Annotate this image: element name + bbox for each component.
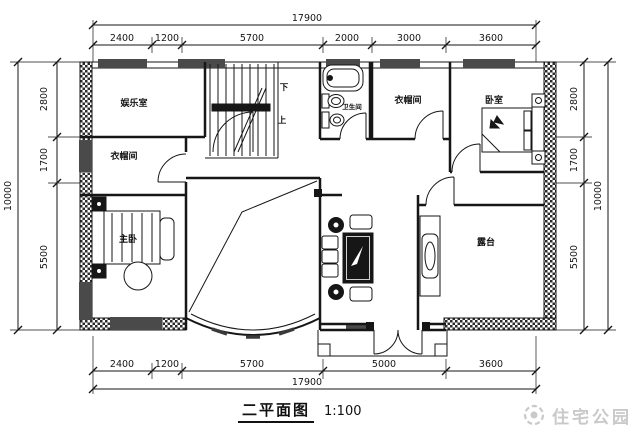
dim-right-seg: 1700 [569, 148, 580, 172]
dimension-bottom: 2400 1200 5700 5000 3600 17900 [88, 336, 541, 394]
room-label-bedroom: 卧室 [485, 94, 503, 105]
plan-title: 二平面图 1:100 [238, 399, 361, 423]
bathroom-fixtures [321, 64, 364, 129]
dim-top-seg: 2000 [335, 33, 359, 44]
dim-bottom-total: 17900 [292, 377, 322, 388]
master-bedroom-furniture [91, 196, 175, 291]
dimension-right: 2800 1700 5500 10000 [556, 57, 616, 335]
dim-top-total: 17900 [292, 13, 322, 24]
dim-right-seg: 5500 [569, 245, 580, 269]
porch [317, 330, 448, 357]
stair-up-label: 上 [278, 115, 287, 125]
room-label-terrace: 露台 [477, 236, 495, 247]
terrace-furniture [419, 215, 441, 297]
dim-left-seg: 2800 [39, 87, 50, 111]
dim-bottom-seg: 3600 [479, 359, 503, 370]
window-blocks [79, 59, 515, 331]
staircase [205, 62, 279, 159]
dim-left-total: 10000 [3, 181, 14, 211]
room-label-cloakroom-left: 衣帽间 [110, 150, 137, 161]
interior-walls [80, 62, 544, 332]
doors [157, 110, 481, 355]
dim-left-seg: 5500 [39, 245, 50, 269]
watermark: 住宅公园 [521, 402, 632, 428]
dimension-top: 17900 2400 1200 5700 2000 3000 3600 [88, 13, 541, 62]
dim-top-seg: 1200 [155, 33, 179, 44]
void-area [185, 180, 321, 339]
dim-right-seg: 2800 [569, 87, 580, 111]
dim-top-seg: 3000 [397, 33, 421, 44]
dimension-left: 2800 1700 5500 10000 [3, 57, 80, 335]
dim-bottom-seg: 2400 [110, 359, 134, 370]
dim-bottom-seg: 5700 [240, 359, 264, 370]
living-furniture [321, 214, 374, 302]
wall-columns [314, 189, 430, 330]
room-label-entertainment: 娱乐室 [120, 97, 147, 108]
toilet [321, 111, 330, 129]
dim-right-total: 10000 [593, 181, 604, 211]
dim-left-seg: 1700 [39, 148, 50, 172]
bedroom-furniture [481, 93, 546, 165]
room-label-cloakroom-right: 衣帽间 [394, 94, 421, 105]
dim-top-seg: 5700 [240, 33, 264, 44]
room-label-master-bedroom: 主卧 [119, 233, 137, 244]
dim-bottom-seg: 1200 [155, 359, 179, 370]
dim-top-seg: 2400 [110, 33, 134, 44]
plan-title-text: 二平面图 [238, 399, 315, 423]
plan-scale: 1:100 [324, 404, 362, 419]
room-label-bathroom: 卫生间 [342, 102, 362, 111]
dim-top-seg: 3600 [479, 33, 503, 44]
dim-bottom-seg: 5000 [372, 359, 396, 370]
sofa [321, 235, 339, 250]
stair-down-label: 下 [280, 82, 289, 92]
watermark-text: 住宅公园 [552, 407, 632, 427]
watermark-logo-icon [523, 404, 545, 426]
